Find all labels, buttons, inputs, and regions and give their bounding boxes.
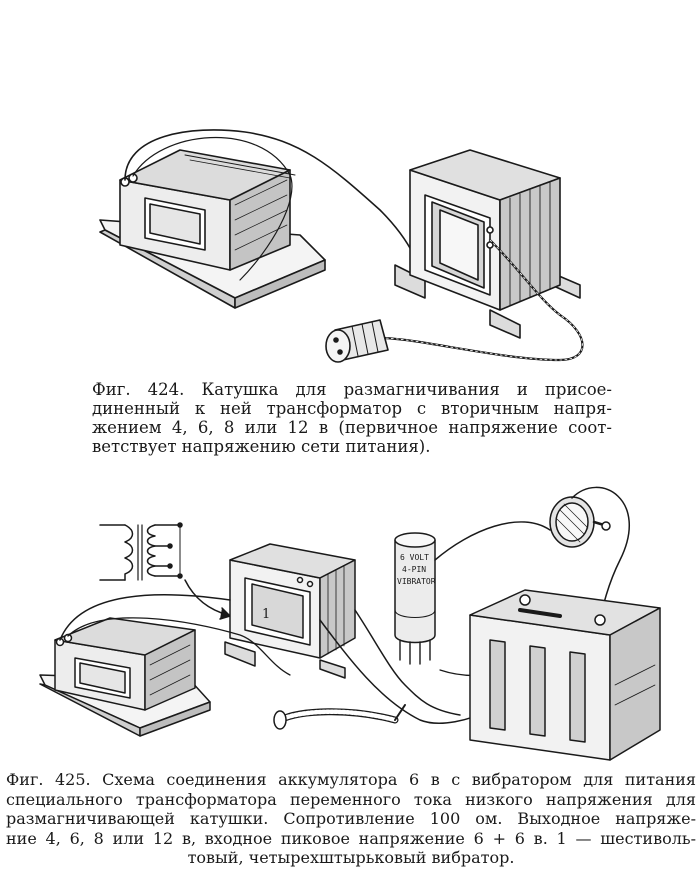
battery-wire xyxy=(434,521,551,561)
caption-424-line-2: диненный к ней трансформатор с вторичным… xyxy=(92,399,612,418)
figure-425-illustration: 1 6 VOLT 4-PIN VIBRATOR xyxy=(0,470,700,770)
resistor-coil xyxy=(273,704,406,730)
figure-424-illustration xyxy=(0,120,700,370)
push-button-switch xyxy=(549,496,611,548)
caption-425-line-2: специального трансформатора переменного … xyxy=(6,789,696,809)
battery-6v xyxy=(469,589,661,761)
demagnetizing-coil-425 xyxy=(39,617,211,737)
caption-425-line-4: ние 4, 6, 8 или 12 в, входное пиковое на… xyxy=(6,828,696,848)
vibrator-label-line-3: VIBRATOR xyxy=(397,577,436,586)
figure-425-caption: Фиг. 425. Схема соединения аккумулятора … xyxy=(6,770,696,868)
caption-424-line-1: Фиг. 424. Катушка для размагничивания и … xyxy=(92,380,612,399)
coil-to-transformer-wire-2 xyxy=(67,617,291,676)
coil-to-transformer-wire-1 xyxy=(59,594,231,641)
transformer-424 xyxy=(394,149,581,339)
coil-lead-wire xyxy=(124,129,421,271)
mains-plug xyxy=(325,319,389,363)
transformer-schematic-symbol xyxy=(99,522,183,581)
coil-lead-wire-2 xyxy=(132,136,293,281)
vibrator-label-line-2: 4-PIN xyxy=(402,565,426,574)
vibrator: 6 VOLT 4-PIN VIBRATOR xyxy=(394,532,436,665)
transformer-425: 1 xyxy=(224,543,356,679)
caption-425-line-1: Фиг. 425. Схема соединения аккумулятора … xyxy=(6,770,696,789)
caption-424-line-3: жением 4, 6, 8 или 12 в (первичное напря… xyxy=(92,418,612,437)
caption-424-line-4: ветствует напряжению сети питания). xyxy=(92,437,431,456)
vibrator-wire-2 xyxy=(319,619,491,724)
figure-424-drawing xyxy=(99,129,584,363)
caption-425-line-3: размагничивающей катушки. Сопротивление … xyxy=(6,809,696,828)
caption-425-line-5: товый, четырехштырьковый вибратор. xyxy=(187,848,515,867)
figure-424-caption: Фиг. 424. Катушка для размагничивания и … xyxy=(92,380,612,456)
demagnetizing-coil xyxy=(119,149,296,271)
vibrator-wire-1 xyxy=(354,609,461,716)
transformer-marker-label: 1 xyxy=(262,607,270,622)
vibrator-label-line-1: 6 VOLT xyxy=(400,553,429,562)
figure-425-drawing: 1 6 VOLT 4-PIN VIBRATOR xyxy=(39,486,661,761)
